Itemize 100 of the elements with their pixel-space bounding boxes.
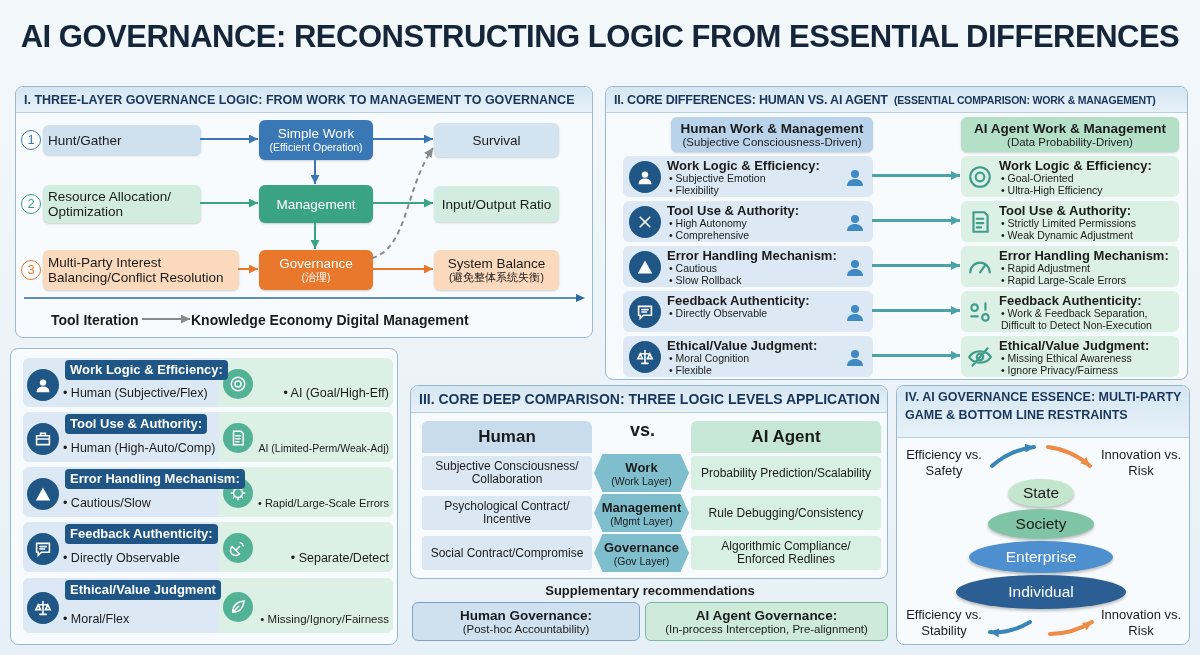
hexagon-text: Work [625, 459, 658, 475]
comparison-text: • Rapid/Large-Scale Errors [257, 496, 389, 511]
box-label: Hunt/Gather [48, 132, 123, 148]
box-label: Survival [471, 132, 522, 148]
arrow [141, 314, 191, 324]
comparison-row [23, 578, 393, 633]
comparison-row [961, 201, 1179, 242]
box-sublabel: (Subjective Consciousness-Driven) [681, 135, 862, 149]
process-box [259, 120, 373, 160]
section-heading: III. CORE DEEP COMPARISON: THREE LOGIC LEVELS APPLICATION [419, 390, 881, 409]
comparison-row [23, 522, 393, 572]
arrow [872, 261, 960, 270]
note-text: Efficiency vs. Stability [905, 607, 983, 640]
box-label: Human Work & Management [679, 120, 865, 136]
arrow [199, 198, 259, 208]
hexagon-label [594, 494, 689, 532]
bullet-item: • Cautious [669, 263, 718, 275]
category-pill: Ethical/Value Judgment [65, 580, 221, 600]
box-sublabel: (避免整体系统失衡) [448, 271, 545, 284]
table-cell: Probability Prediction/Scalability [691, 456, 881, 490]
row-heading: Error Handling Mechanism: [667, 248, 838, 263]
hexagon-label [594, 454, 689, 492]
comparison-text: • Missing/Ignory/Fairness [259, 612, 389, 627]
arrow [310, 221, 320, 250]
note-text: Innovation vs. Risk [1099, 607, 1183, 640]
bullet-item: • Moral Cognition [669, 353, 751, 365]
process-box [645, 602, 888, 641]
process-box [43, 125, 201, 155]
arrow [371, 134, 434, 144]
row-heading: Work Logic & Efficiency: [999, 158, 1153, 173]
bullet-item: • Slow Rollback [669, 274, 743, 286]
section-panel [896, 385, 1190, 645]
step-number: 3 [21, 260, 41, 280]
hexagon-sublabel: (Gov Layer) [613, 554, 670, 567]
category-pill: Feedback Authenticity: [65, 524, 218, 544]
arrow [237, 264, 259, 274]
process-box [961, 117, 1179, 152]
bullet-item: • Weak Dynamic Adjustment [1001, 229, 1134, 241]
comparison-text: • Human (High-Auto/Comp) [63, 440, 217, 456]
comparison-row [23, 358, 393, 407]
bullet-item: • Subjective Emotion [669, 173, 766, 185]
box-label: Resource Allocation/ Optimization [48, 189, 173, 219]
row-heading: Feedback Authenticity: [667, 293, 811, 308]
process-box [434, 186, 559, 222]
bullet-item: • Directly Observable [669, 308, 768, 320]
pyramid-layer [1008, 479, 1074, 507]
process-box [259, 250, 373, 290]
bullet-item: • Missing Ethical Awareness [1001, 353, 1132, 365]
step-number: 2 [21, 194, 41, 214]
title: AI GOVERNANCE: RECONSTRUCTING LOGIC FROM ESSENTIAL DIFFERENCES [19, 18, 1181, 56]
box-label: AI Agent Work & Management [973, 120, 1167, 136]
comparison-row [23, 467, 393, 517]
layer-label: Society [1015, 515, 1067, 532]
row-heading: Ethical/Value Judgment: [667, 338, 819, 353]
hexagon-sublabel: (Work Layer) [611, 474, 672, 487]
comparison-row [961, 336, 1179, 377]
card-background [10, 348, 398, 645]
row-heading: Ethical/Value Judgment: [999, 338, 1151, 353]
box-sublabel: (In-process Interception, Pre-alignment) [664, 622, 869, 636]
hexagon-label [594, 534, 689, 572]
note-text: Innovation vs. Risk [1099, 447, 1183, 480]
row-heading: Tool Use & Authority: [667, 203, 801, 218]
hexagon-text: Governance [603, 539, 680, 555]
section-panel [605, 86, 1188, 380]
comparison-text: • Cautious/Slow [63, 495, 152, 511]
box-label: Simple Work [276, 126, 356, 141]
arrow [872, 216, 960, 225]
arrow [872, 351, 960, 360]
bullet-item: • Ignore Privacy/Fairness [1001, 364, 1119, 376]
row-heading: Error Handling Mechanism: [999, 248, 1170, 263]
bullet-item: • Comprehensive [669, 229, 751, 241]
table-cell: Subjective Consciousness/ Collaboration [422, 456, 592, 490]
column-header: Human [422, 421, 592, 453]
box-label: AI Agent Governance: [694, 607, 839, 623]
comparison-row [623, 156, 873, 197]
box-label: Governance [278, 256, 354, 271]
arrow [872, 306, 960, 315]
category-pill: Work Logic & Efficiency: [65, 360, 228, 380]
note-text: Supplementary recommendations [544, 583, 756, 600]
comparison-row [623, 291, 873, 332]
row-heading: Feedback Authenticity: [999, 293, 1143, 308]
comparison-text: AI (Limited-Perm/Weak-Adj) [257, 441, 389, 456]
timeline-label: Knowledge Economy Digital Management [191, 309, 481, 331]
arrow [199, 134, 259, 144]
row-heading: Tool Use & Authority: [999, 203, 1133, 218]
box-label: Human Governance: [458, 607, 593, 623]
box-sublabel: (Data Probability-Driven) [1007, 135, 1133, 149]
comparison-row [23, 412, 393, 462]
bullet-item: • Strictly Limited Permissions [1001, 218, 1137, 230]
box-sublabel: (Post-hoc Accountability) [461, 622, 591, 636]
process-box [671, 117, 873, 152]
comparison-row [623, 201, 873, 242]
arrow [371, 147, 434, 259]
process-box [434, 250, 559, 290]
comparison-text: • AI (Goal/High-Eff) [282, 385, 389, 401]
table-cell: Rule Debugging/Consistency [691, 496, 881, 530]
table-cell: Algorithmic Compliance/ Enforced Redlines [691, 536, 881, 570]
layer-label: Individual [1008, 583, 1074, 600]
section-panel [410, 385, 888, 579]
section-heading: IV. AI GOVERNANCE ESSENCE: MULTI-PARTY GAME & BOTTOM LINE RESTRAINTS [905, 389, 1183, 425]
